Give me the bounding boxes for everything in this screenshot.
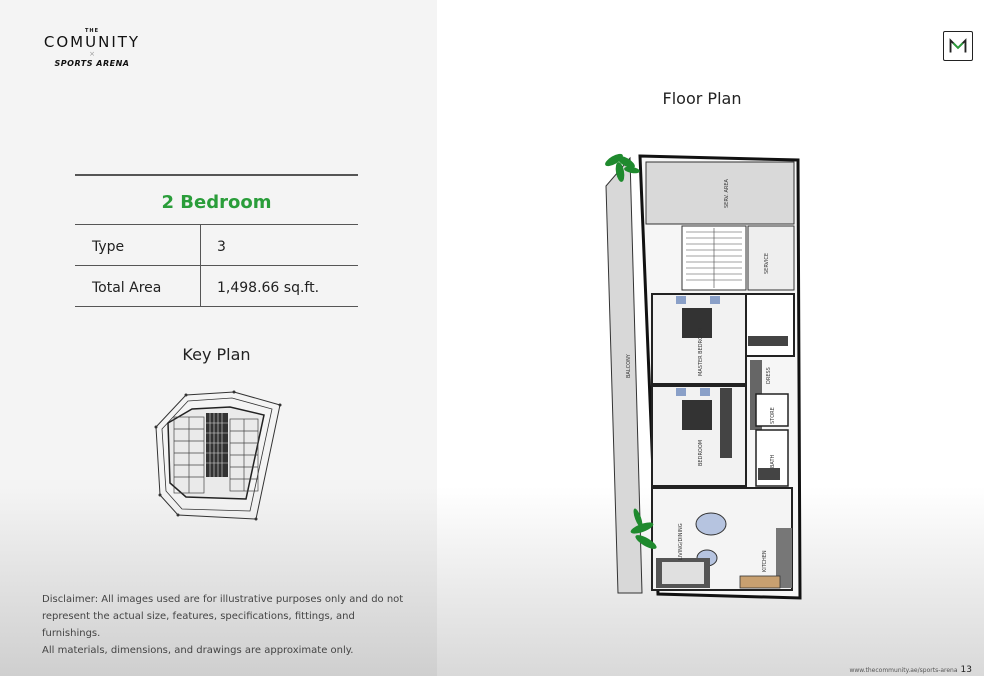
row-value: 1,498.66 sq.ft. — [217, 280, 320, 296]
brand-logo: THE COMUNITY × SPORTS ARENA — [40, 28, 144, 68]
bedroom-label: BEDROOM — [698, 440, 704, 466]
left-panel — [0, 0, 437, 676]
unit-title: 2 Bedroom — [75, 176, 358, 225]
floor-plan-title: Floor Plan — [662, 89, 742, 108]
living-label: LIVING/DINING — [678, 523, 684, 560]
table-row: Total Area 1,498.66 sq.ft. — [75, 266, 358, 307]
disclaimer: Disclaimer: All images used are for illu… — [42, 591, 412, 659]
brand-the: THE — [84, 28, 99, 34]
disclaimer-line: All materials, dimensions, and drawings … — [42, 645, 354, 656]
m-logo-icon — [943, 31, 973, 61]
dress-label: DRESS — [766, 367, 772, 384]
service-label: SERVICE — [764, 253, 770, 274]
master-bedroom-label: MASTER BEDROOM — [698, 328, 704, 376]
floor-plan-drawing: BALCONY MASTER BEDROOM BEDROOM DRESS STO… — [605, 153, 802, 600]
service-area-label: SERV. AREA — [724, 178, 730, 208]
brand-name: COMUNITY — [43, 33, 141, 51]
key-plan-drawing — [154, 390, 282, 521]
brand-separator: × — [89, 50, 95, 58]
disclaimer-line: Disclaimer: All images used are for illu… — [42, 594, 404, 605]
row-value: 3 — [217, 239, 226, 255]
brand-sub: SPORTS ARENA — [54, 59, 130, 68]
table-top-rule — [75, 174, 358, 176]
disclaimer-line: represent the actual size, features, spe… — [42, 611, 355, 639]
balcony-label: BALCONY — [626, 353, 632, 378]
row-label: Type — [75, 225, 201, 265]
table-row: Type 3 — [75, 225, 358, 266]
unit-spec-table: 2 Bedroom Type 3 Total Area 1,498.66 sq.… — [75, 174, 358, 307]
kitchen-label: KITCHEN — [762, 550, 768, 572]
bath-label: BATH — [770, 454, 776, 468]
store-label: STORE — [770, 407, 776, 424]
footer-url: www.thecommunity.ae/sports-arena — [849, 667, 958, 674]
row-label: Total Area — [75, 266, 201, 306]
page-number: 13 — [960, 665, 972, 675]
palm-plant-icon — [605, 153, 657, 549]
key-plan-title: Key Plan — [182, 345, 251, 364]
